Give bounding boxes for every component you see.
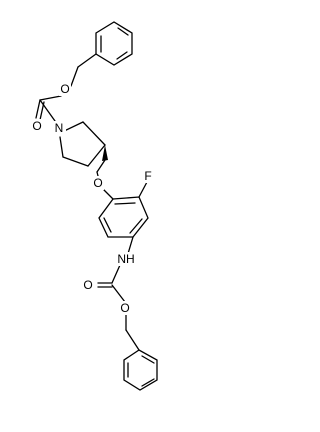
atom-o-carbonyl-top: O [32, 119, 41, 133]
cbz-linker-bottom [97, 264, 140, 351]
atom-f: F [144, 169, 151, 183]
atom-o-ether: O [93, 176, 102, 190]
atom-n-pyrrolidine: N [55, 121, 64, 135]
atom-labels: O O N O F NH O O [31, 82, 153, 315]
benzene-ring-top [95, 21, 133, 66]
atom-o-carbonyl-bottom: O [83, 278, 92, 292]
chemical-structure: O O N O F NH O O [31, 21, 158, 391]
ether-linker [96, 145, 108, 181]
wedge-bond [102, 145, 108, 161]
benzene-ring-middle [98, 196, 149, 238]
pyrrolidine-ring [59, 121, 106, 167]
atom-nh: NH [117, 252, 134, 266]
benzene-ring-bottom [123, 349, 158, 391]
atom-o-ester-top: O [60, 82, 69, 96]
ring-substituents [103, 181, 148, 258]
atom-o-ester-bottom: O [120, 301, 129, 315]
cbz-linker-top [35, 53, 97, 122]
